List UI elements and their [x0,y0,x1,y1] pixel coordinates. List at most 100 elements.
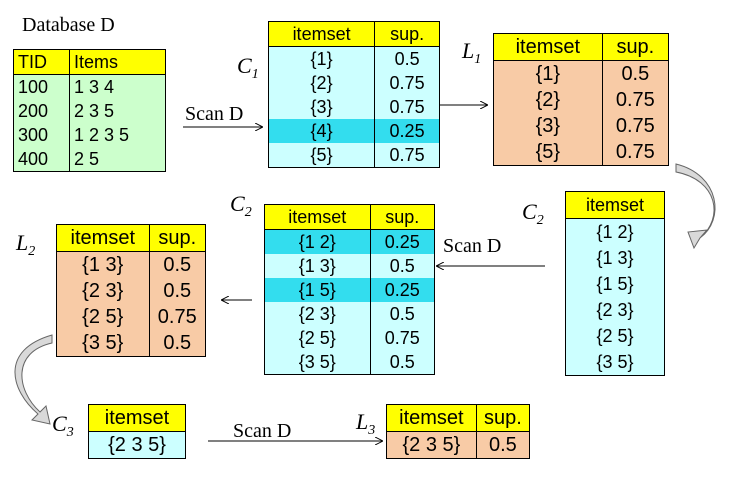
table-cell: 0.75 [601,113,669,139]
c3-header-row: itemset [88,404,186,432]
l1-label: L1 [462,38,482,68]
table-cell: {1} [268,46,375,71]
table-row: {2 3 5}0.5 [386,431,530,459]
c2_right-header-0: itemset [565,191,665,219]
table-row: {1}0.5 [493,60,669,87]
l3-header-1: sup. [475,404,530,432]
table-row: {5}0.75 [268,143,440,168]
table-cell: {5} [268,143,375,168]
l3-label: L3 [356,409,376,439]
c1-label: C1 [237,53,259,83]
table-cell: {2 3} [56,278,150,304]
table-cell: {3 5} [565,349,665,376]
table-cell: 0.5 [148,278,206,304]
l1-header-0: itemset [493,33,603,61]
c2_right-header-row: itemset [565,191,665,219]
table-row: {3}0.75 [268,95,440,119]
table-cell: 0.75 [601,139,669,166]
table-cell: 0.5 [374,46,440,71]
table-row: {1}0.5 [268,46,440,71]
table-cell: {1 5} [565,271,665,297]
table-cell: 0.5 [601,60,669,87]
table-cell: 0.75 [374,95,440,119]
table-cell: 0.75 [601,87,669,113]
table-cell: 0.75 [369,326,435,350]
table-row: {3 5}0.5 [56,330,206,357]
table-row: {2 3} [565,297,665,323]
c2-mid-label: C2 [230,191,252,221]
l2-header-0: itemset [56,224,150,252]
table-cell: 0.25 [369,229,435,254]
table-row: {2 5} [565,323,665,349]
table-cell: {3 5} [264,350,371,375]
c2-candidates-table: itemset{1 2}{1 3}{1 5}{2 3}{2 5}{3 5} [565,191,665,376]
table-cell: {4} [268,119,375,143]
scan-label-1: Scan D [185,103,244,125]
table-cell: 0.25 [369,278,435,302]
table-cell: {1 2} [565,218,665,245]
table-cell: 2 5 [69,147,166,172]
table-row: {1 2} [565,218,665,245]
table-row: {2 3}0.5 [56,278,206,304]
l2-header-1: sup. [148,224,206,252]
c3-table: itemset{2 3 5} [88,404,186,459]
c1-header-1: sup. [374,21,440,47]
table-row: {1 3}0.5 [264,254,435,278]
table-cell: 300 [13,123,70,147]
table-cell: {1 2} [264,229,371,254]
table-row: {1 2}0.25 [264,229,435,254]
curved-arrow-l2-to-c3 [14,334,53,425]
table-row: {3}0.75 [493,113,669,139]
table-row: {2 3}0.5 [264,302,435,326]
table-row: {1 5}0.25 [264,278,435,302]
table-row: {1 3}0.5 [56,251,206,278]
table-row: {2}0.75 [493,87,669,113]
table-cell: {2 3 5} [386,431,477,459]
table-cell: 0.5 [475,431,530,459]
table-cell: 100 [13,74,70,99]
table-cell: {2 5} [264,326,371,350]
database-title: Database D [22,14,115,36]
table-cell: 0.75 [148,304,206,330]
c3-header-0: itemset [88,404,186,432]
table-cell: 0.25 [374,119,440,143]
table-row: {5}0.75 [493,139,669,166]
table-cell: {2 3 5} [88,431,186,459]
table-cell: {2 5} [56,304,150,330]
table-cell: 0.5 [369,254,435,278]
table-cell: 0.5 [148,330,206,357]
table-cell: {2 3} [264,302,371,326]
table-cell: {3} [493,113,603,139]
table-cell: {2} [268,71,375,95]
l2-label: L2 [16,230,36,260]
table-cell: 1 3 4 [69,74,166,99]
c1-header-0: itemset [268,21,375,47]
table-cell: {3} [268,95,375,119]
database-header-1: Items [69,49,166,75]
table-row: {4}0.25 [268,119,440,143]
table-row: {2}0.75 [268,71,440,95]
table-cell: {1 3} [56,251,150,278]
c2-right-label: C2 [522,199,544,229]
curved-arrow-l1-to-c2 [675,163,716,250]
scan-label-2: Scan D [443,235,502,257]
table-cell: {3 5} [56,330,150,357]
table-cell: 1 2 3 5 [69,123,166,147]
table-cell: 200 [13,99,70,123]
table-cell: {2 3} [565,297,665,323]
c3-label: C3 [52,411,74,441]
table-cell: 0.75 [374,143,440,168]
l3-header-0: itemset [386,404,477,432]
